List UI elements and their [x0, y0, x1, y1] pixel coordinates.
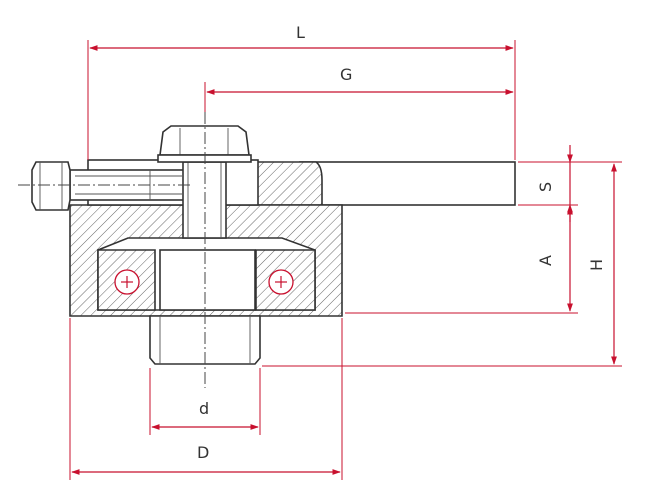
extension-lines	[69, 40, 622, 480]
label-H: H	[587, 259, 606, 271]
set-screw-head	[31, 161, 71, 211]
dimension-G: G	[206, 65, 514, 95]
dimension-A: A	[536, 206, 573, 312]
dimension-D: D	[71, 443, 341, 475]
dimension-S: S	[536, 145, 573, 222]
label-A: A	[536, 255, 555, 266]
dimension-L: L	[89, 23, 514, 51]
label-d: d	[199, 399, 209, 418]
dimension-d: d	[151, 399, 259, 430]
clamp-block	[254, 161, 323, 206]
label-D: D	[197, 443, 209, 462]
label-S: S	[536, 182, 555, 192]
inner-sleeve	[159, 249, 256, 311]
dimension-H: H	[587, 163, 617, 365]
label-G: G	[340, 65, 352, 84]
label-L: L	[296, 23, 305, 42]
lever-bar	[299, 161, 516, 206]
part-outline	[31, 125, 516, 365]
